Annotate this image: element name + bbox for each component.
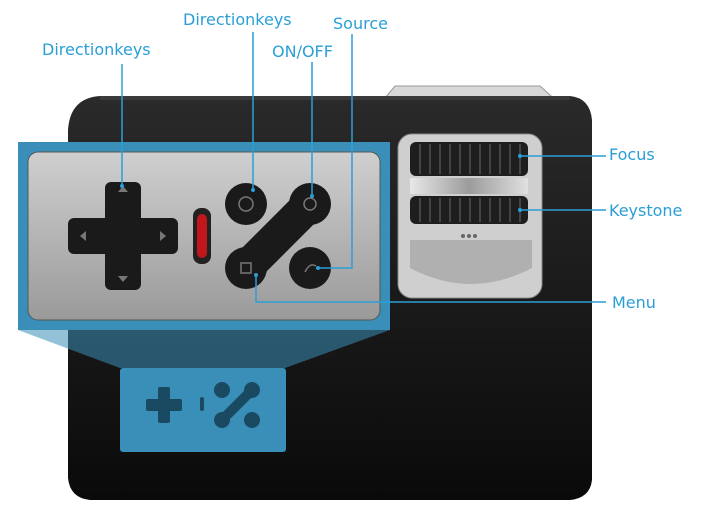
back-icon	[304, 264, 317, 273]
source-button	[225, 183, 267, 225]
label-on-off: ON/OFF	[272, 42, 333, 61]
left-arrow-icon	[80, 231, 86, 241]
label-directionkeys-top: Directionkeys	[183, 10, 292, 29]
source-icon	[238, 196, 254, 212]
label-directionkeys-left: Directionkeys	[42, 40, 151, 59]
focus-wheel-ridges	[419, 144, 521, 174]
callout-source	[318, 34, 353, 269]
body-top-edge	[100, 96, 570, 100]
lens-dots	[461, 234, 477, 238]
callout-menu	[255, 275, 606, 303]
power-icon	[303, 197, 317, 211]
small-dpad	[146, 387, 182, 423]
small-indicator	[200, 397, 204, 411]
up-arrow-icon	[118, 186, 128, 192]
keystone-wheel-ridges	[419, 198, 521, 222]
label-menu: Menu	[612, 293, 656, 312]
menu-icon	[240, 262, 252, 274]
lens-silver-band	[410, 178, 528, 194]
menu-button	[225, 247, 267, 289]
power-button	[289, 183, 331, 225]
back-button	[289, 247, 331, 289]
dpad[interactable]	[68, 182, 178, 290]
zoom-projection	[18, 330, 390, 368]
label-keystone: Keystone	[609, 201, 683, 220]
label-focus: Focus	[609, 145, 655, 164]
right-arrow-icon	[160, 231, 166, 241]
down-arrow-icon	[118, 276, 128, 282]
label-source: Source	[333, 14, 388, 33]
power-indicator-glow	[197, 214, 207, 258]
callout-lines	[121, 32, 606, 303]
small-button-cluster	[214, 382, 260, 428]
lens-base	[410, 240, 532, 284]
callout-dots	[120, 154, 522, 277]
button-cluster[interactable]	[225, 183, 331, 289]
